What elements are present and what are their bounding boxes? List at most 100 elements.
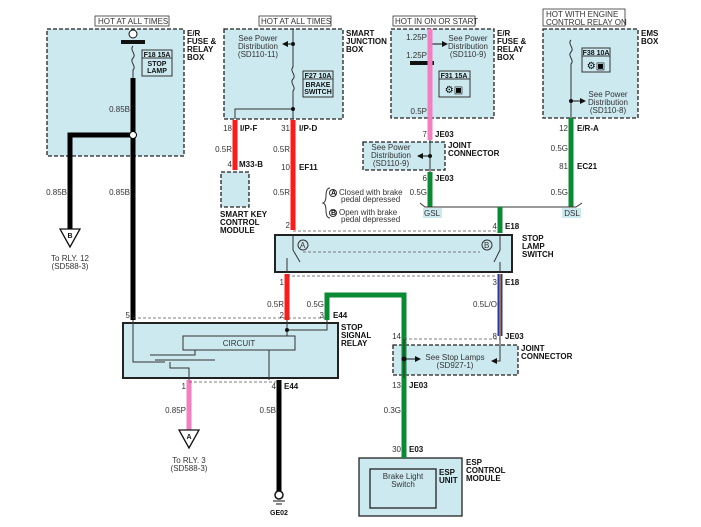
label-pins-p6: 6 [423,174,428,183]
label-pins-p4b: 4 [493,222,498,231]
label-pins-ipd: I/P-D [299,124,317,133]
esp-unit [369,468,437,509]
label-pins-p10: 10 [281,163,290,172]
fuse-f38: F38 10A ⚙▣ [569,39,611,118]
label-espunit-1: UNIT [439,476,458,485]
label-pins-p3a: 3 [493,278,498,287]
label-desc-1: LAMP [147,68,167,75]
fuse-f31: F31 15A ⚙▣ [410,41,471,98]
label-signals-dsl: DSL [564,209,580,218]
label-power-hot2: HOT AT ALL TIMES [261,17,331,26]
power-labels: HOT AT ALL TIMES HOT AT ALL TIMES HOT IN… [94,8,627,27]
label-power-hot3: HOT IN ON OR START [395,17,478,26]
label-pins-p8: 8 [493,332,498,341]
label-esp-2: MODULE [466,474,501,483]
label-stoplamps-1: (SD927-1) [437,361,474,370]
label-er1-0: E/R [187,29,201,38]
label-pins-e18a: E18 [505,222,520,231]
label-power-hot4b: CONTROL RELAY ON [546,18,627,27]
label-pd11-1: Distribution [238,42,278,51]
joint-connector-2 [392,344,519,376]
relay-internals: CIRCUIT [132,320,328,380]
wire-black-branch [67,132,133,232]
label-sjb-1: JUNCTION [346,37,387,46]
label-pins-p12: 12 [559,124,568,133]
label-b-1: pedal depressed [341,215,400,224]
label-wires-w03g: 0.3G [384,406,401,415]
label-pins-p18: 18 [223,124,232,133]
label-espunit-0: ESP [439,468,456,477]
label-wires-w05g-4: 0.5G [307,300,324,309]
label-rly3-1: (SD588-3) [171,464,208,473]
label-wires-w125p-2: 1.25P [406,51,427,60]
smart-key-control-module [220,171,250,208]
label-power-hot1: HOT AT ALL TIMES [98,17,168,26]
label-jc2-0: JOINT [521,344,545,353]
label-pins-je03b: JE03 [435,174,454,183]
label-wires-w05r-2: 0.5R [273,145,290,154]
label-signals-gsl: GSL [424,209,441,218]
label-jc1-0: JOINT [448,141,472,150]
label-f18-name: F18 15A [144,52,171,59]
label-jc1-1: CONNECTOR [448,149,500,158]
label-power-hot4a: HOT WITH ENGINE [546,10,618,19]
ems-box [542,28,639,119]
label-pd9a-0: See Power [448,34,487,43]
stop-lamp-switch [274,234,513,273]
label-pins-je03a: JE03 [435,130,454,139]
label-wires-w085p: 0.85P [165,406,186,415]
label-wires-w05r-4: 0.5R [267,300,284,309]
label-boxes-circuit: CIRCUIT [223,339,256,348]
label-pins-ec21: EC21 [577,162,598,171]
label-er2-3: BOX [497,53,515,62]
label-f31-name: F31 15A [441,73,468,80]
label-legend-a-sym: A [300,241,306,250]
label-pd9b-0: See Power [371,143,410,152]
label-wires-w085b-2: 0.85B [46,188,67,197]
label-legend-a-sym: A [331,190,336,197]
label-a-1: pedal depressed [341,195,400,204]
label-wires-w085b-3: 0.85B [109,188,130,197]
label-pins-p4c: 4 [272,382,277,391]
label-ssr-0: STOP [341,323,363,332]
connector-a-triangle [177,429,201,450]
engine-book-icon: ⚙▣ [587,61,605,72]
label-pins-je03c: JE03 [505,332,524,341]
label-pd9a-2: (SD110-9) [450,50,487,59]
label-wires-w05r-1: 0.5R [215,145,232,154]
label-pins-p31: 31 [281,124,290,133]
label-refs-tri-b: B [67,233,72,240]
label-pd11-2: (SD110-11) [238,50,279,59]
switch-contacts: A B [286,236,501,272]
label-smartkey-0: SMART KEY [220,210,268,219]
label-er1-2: RELAY [187,45,214,54]
label-wires-w05r-3: 0.5R [273,188,290,197]
label-esp-0: ESP [466,458,483,467]
label-pd9a-1: Distribution [448,42,488,51]
engine-book-icon: ⚙▣ [445,85,463,96]
label-wires-w05g-1: 0.5G [410,188,427,197]
label-pins-e44a: E44 [333,311,348,320]
label-er1-3: BOX [187,53,205,62]
label-wires-w125p-1: 1.25P [406,33,427,42]
label-pins-ipf: I/P-F [240,124,257,133]
label-wires-w05g-2: 0.5G [551,144,568,153]
label-ssr-2: RELAY [341,339,368,348]
label-pins-p1b: 1 [182,382,187,391]
label-pins-p2a: 2 [286,221,291,230]
label-legend-b-sym: B [484,241,489,250]
label-pins-e03: E03 [409,445,424,454]
label-refs-tri-a: A [186,434,191,441]
label-wires-w085b-1: 0.85B [109,105,130,114]
label-wires-w05p: 0.5P [411,107,427,116]
label-er2-0: E/R [497,29,511,38]
label-pins-ef11: EF11 [299,163,318,172]
label-legend-b-sym: B [331,210,336,217]
label-pd9b-1: Distribution [371,151,411,160]
label-pins-je03d: JE03 [409,381,428,390]
